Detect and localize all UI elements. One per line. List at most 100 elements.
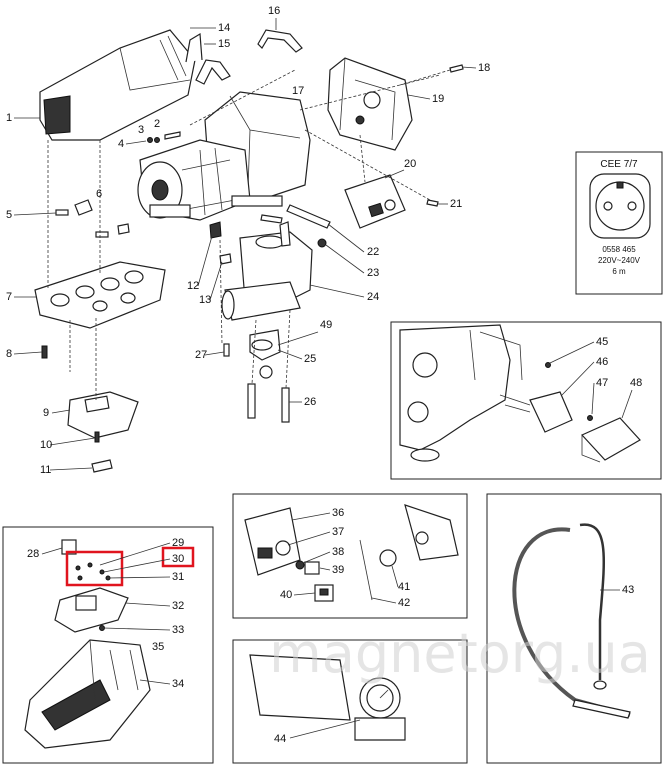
callout-26: 26 xyxy=(304,396,316,408)
plug-inset-frame xyxy=(575,151,663,295)
callout-8: 8 xyxy=(6,348,12,360)
callout-leader-10 xyxy=(49,437,96,446)
frame-bracket xyxy=(231,195,283,207)
plug-title: CEE 7/7 xyxy=(600,159,638,170)
callout-2: 2 xyxy=(154,118,160,130)
panel-36-part xyxy=(244,507,301,576)
screw-18-part xyxy=(449,64,464,73)
callout-36: 36 xyxy=(332,507,344,519)
callout-19: 19 xyxy=(432,93,444,105)
callout-leader-9 xyxy=(51,409,71,414)
callout-16: 16 xyxy=(268,5,280,17)
callout-49: 49 xyxy=(320,319,332,331)
valve-box-46-part xyxy=(529,391,573,433)
inset-electronics-frame xyxy=(2,526,214,764)
screw-10-part xyxy=(94,431,100,443)
wire-42-part xyxy=(359,539,373,601)
callout-leader-4 xyxy=(125,140,147,145)
callout-39: 39 xyxy=(332,564,344,576)
callout-1: 1 xyxy=(6,112,12,124)
callout-leader-28 xyxy=(41,547,63,555)
valve-seat xyxy=(259,365,273,379)
hose-43-part xyxy=(512,527,631,717)
callout-leader-23 xyxy=(325,244,365,274)
bolt-26a-part xyxy=(247,383,256,419)
callout-18: 18 xyxy=(478,62,490,74)
callout-leader-48 xyxy=(621,389,633,419)
callout-34: 34 xyxy=(172,678,184,690)
callout-leader-18 xyxy=(461,66,477,69)
screw-27-part xyxy=(223,343,230,357)
callout-10: 10 xyxy=(40,439,52,451)
callout-leader-42 xyxy=(371,597,397,604)
panel-back-part xyxy=(404,504,459,561)
callout-40: 40 xyxy=(280,589,292,601)
callout-leader-13 xyxy=(209,261,223,301)
screw-21-part xyxy=(426,199,439,207)
callout-9: 9 xyxy=(43,407,49,419)
callout-25: 25 xyxy=(304,353,316,365)
callout-3: 3 xyxy=(138,124,144,136)
base-tray-holes xyxy=(50,270,144,312)
nut-23-part xyxy=(317,238,327,248)
callout-20: 20 xyxy=(404,158,416,170)
inset-hose xyxy=(486,493,662,764)
callout-12: 12 xyxy=(187,280,199,292)
callout-leader-32 xyxy=(124,602,171,607)
inset-valve-box-frame xyxy=(390,321,662,480)
callout-leader-34 xyxy=(139,679,171,685)
capacitor-41-part xyxy=(379,549,397,567)
handle-15-part xyxy=(195,59,231,85)
motor-base-plate xyxy=(149,204,191,218)
callout-leader-41 xyxy=(391,565,399,588)
callout-46: 46 xyxy=(596,356,608,368)
callout-44: 44 xyxy=(274,733,286,745)
screw-5-part xyxy=(55,209,69,216)
plug-inset: CEE 7/7 0558 465 220V~240V 6 m xyxy=(575,151,663,295)
screw-8-part xyxy=(41,345,48,359)
callout-leader-12 xyxy=(197,235,213,287)
callout-11: 11 xyxy=(40,464,51,476)
callout-leader-31 xyxy=(107,576,171,579)
bolt-22-part xyxy=(286,204,331,229)
plug-length: 6 m xyxy=(612,267,626,276)
screw-47-part xyxy=(587,415,593,421)
inset-gauge xyxy=(232,639,468,764)
main-assembly xyxy=(34,29,464,473)
screw-33-part xyxy=(99,625,105,631)
callout-48: 48 xyxy=(630,377,642,389)
callout-4: 4 xyxy=(118,138,124,150)
inset-hose-frame xyxy=(486,493,662,764)
part-28 xyxy=(61,539,77,555)
washer-6-part xyxy=(74,199,93,216)
callout-leader-30 xyxy=(103,558,171,573)
callout-35: 35 xyxy=(152,641,164,653)
callout-leader-44 xyxy=(289,719,361,739)
handle-14-part xyxy=(185,32,203,63)
callout-14: 14 xyxy=(218,22,230,34)
callout-23: 23 xyxy=(367,267,379,279)
inset-switches-frame xyxy=(232,493,468,619)
inset-electronics xyxy=(2,526,214,764)
handle-16-part xyxy=(257,29,303,53)
callout-41: 41 xyxy=(398,581,410,593)
callout-21: 21 xyxy=(450,198,462,210)
callout-27: 27 xyxy=(195,349,207,361)
bolt-26b-part xyxy=(281,387,290,423)
callout-leader-25 xyxy=(277,349,303,360)
inset-valve-box xyxy=(390,321,662,480)
callout-32: 32 xyxy=(172,600,184,612)
callout-leader-45 xyxy=(549,341,595,364)
callout-leader-22 xyxy=(327,223,365,253)
cover-vents xyxy=(43,35,187,135)
callout-leader-11 xyxy=(49,467,93,471)
callout-37: 37 xyxy=(332,526,344,538)
callout-leader-8 xyxy=(13,351,43,355)
highlight-box xyxy=(65,550,124,587)
callout-leader-33 xyxy=(103,627,171,631)
pump-handle-part xyxy=(224,281,301,321)
watermark: magnetorg.ua xyxy=(269,622,651,685)
inset-gauge-frame xyxy=(232,639,468,764)
part-39 xyxy=(304,561,320,575)
